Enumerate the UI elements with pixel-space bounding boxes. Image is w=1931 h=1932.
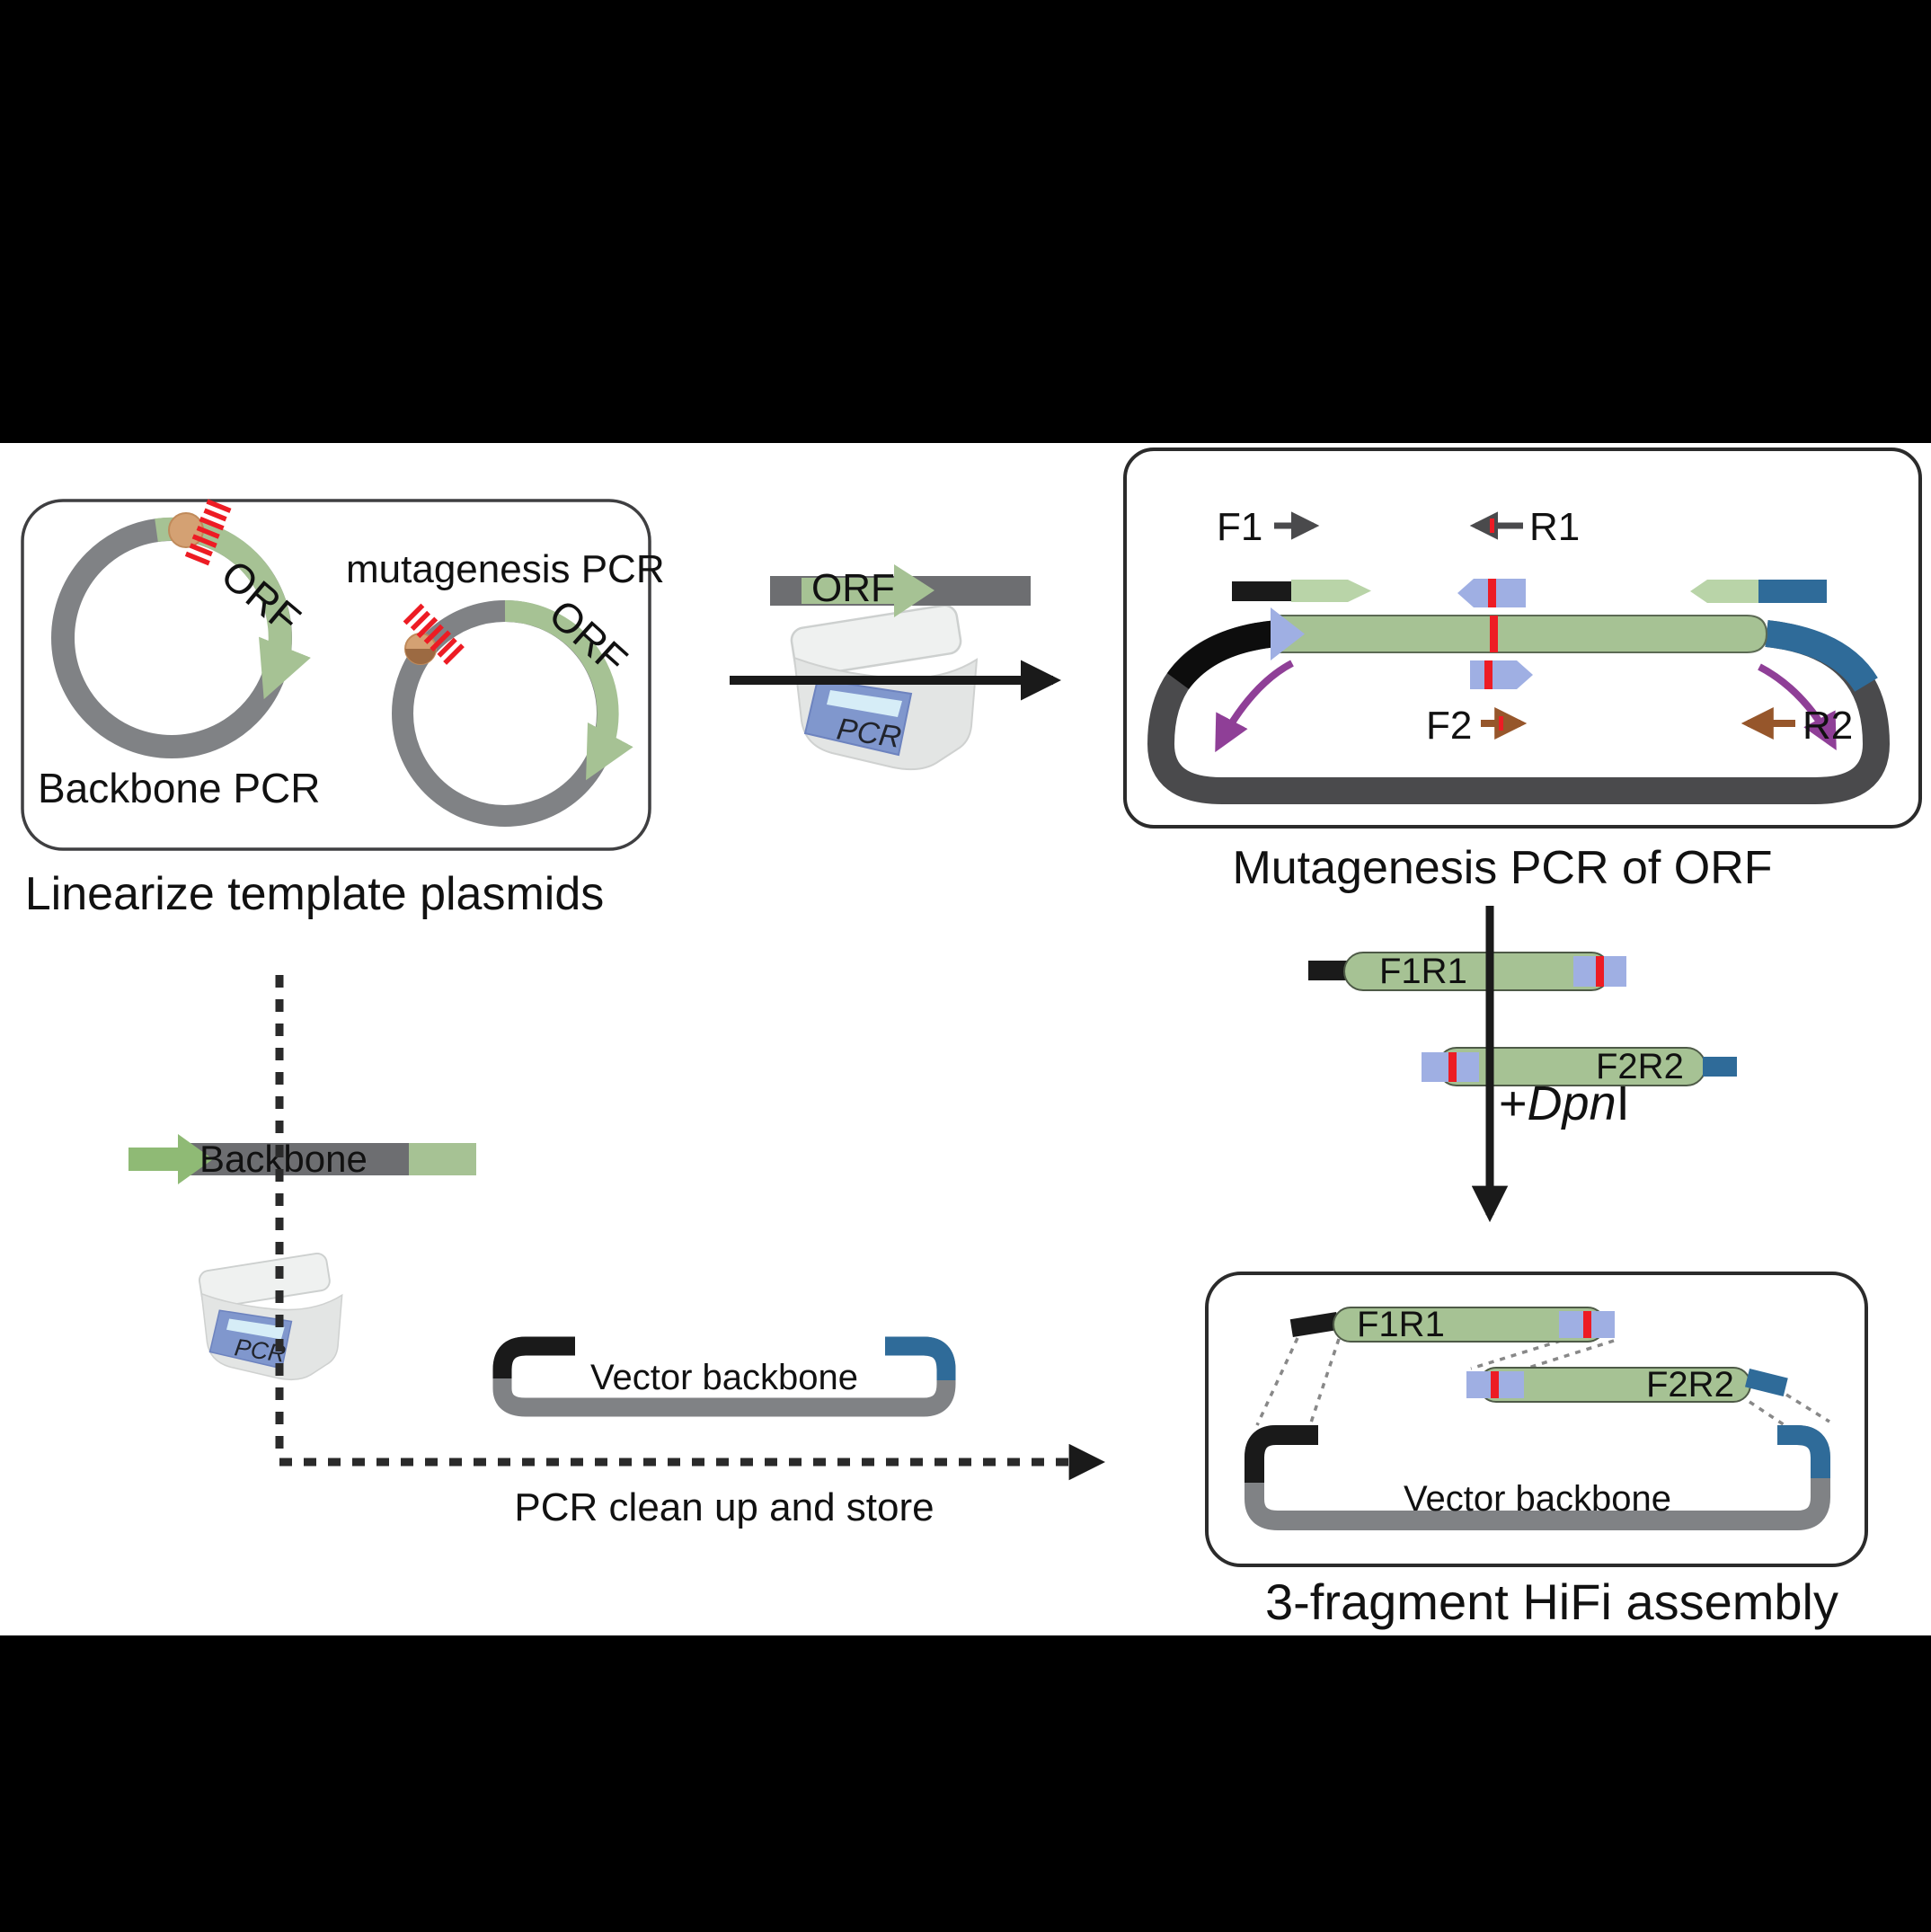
primer-r2-blue-tail	[1758, 580, 1827, 603]
primer-r1-mutation	[1488, 579, 1496, 607]
mutation-site	[1490, 616, 1498, 652]
start-arrowhead	[1271, 607, 1305, 660]
primer-bead-shade	[405, 649, 436, 664]
primer-f1-black-tail	[1232, 581, 1291, 601]
blue-homology-end	[1703, 1057, 1737, 1077]
cleanup-caption: PCR clean up and store	[514, 1485, 934, 1529]
dpni-enzyme: Dpn	[1528, 1077, 1617, 1130]
fragment-f1r1: F1R1	[1289, 1305, 1615, 1344]
primer-r2-label: R2	[1803, 704, 1853, 748]
homology-black-arc	[1166, 620, 1279, 690]
dpni-suffix: I	[1617, 1077, 1630, 1130]
panel2-caption: Mutagenesis PCR of ORF	[1232, 842, 1772, 894]
primer-f1-green-arrow	[1291, 580, 1371, 602]
fragment-f1r1: F1R1	[1308, 952, 1626, 991]
extension-arrow-right	[1758, 663, 1837, 751]
fragment-f2r2: F2R2	[1466, 1365, 1788, 1405]
mutation-site	[1491, 1371, 1499, 1398]
black-homology-end	[1308, 961, 1348, 980]
panel-hifi-assembly: Vector backbone F1R1 F2R2	[1205, 1272, 1868, 1567]
panel-border	[1205, 1272, 1868, 1567]
extension-arrow-left	[1215, 660, 1294, 753]
panel1-caption: Linearize template plasmids	[25, 868, 605, 920]
fragment-f1r1-label: F1R1	[1379, 952, 1467, 991]
orf-pcr-transfer: PCR ORF	[730, 564, 1061, 771]
backbone-pcr-label: Backbone PCR	[38, 765, 321, 811]
orf-arrow	[802, 564, 934, 617]
panel3-caption: 3-fragment HiFi assembly	[1265, 1573, 1838, 1630]
dpni-plus: +	[1499, 1077, 1528, 1130]
fragment-f2r2: F2R2	[1422, 1047, 1737, 1086]
vector-backbone-graphic: Vector backbone	[492, 1336, 956, 1417]
fragment-f2r2-label: F2R2	[1596, 1047, 1684, 1086]
black-homology-end	[1289, 1312, 1340, 1337]
mutation-site	[1583, 1311, 1591, 1338]
fragment-f2r2-label: F2R2	[1646, 1365, 1734, 1405]
orf-template-bar	[1276, 615, 1768, 653]
panel-linearize-plasmids: ORF Backbone PCR mutagenesis PCR ORF Lin…	[21, 499, 665, 920]
primer-f1-graphic	[1232, 580, 1371, 602]
primer-f2-mutation	[1484, 660, 1493, 689]
primer-r1-label: R1	[1529, 505, 1580, 549]
fragment-f1r1-label: F1R1	[1357, 1305, 1445, 1344]
homology-black-end	[492, 1336, 575, 1378]
mutation-site	[1596, 956, 1604, 987]
homology-blue-end	[885, 1336, 956, 1380]
primer-r2-graphic	[1690, 580, 1827, 603]
dna-bar	[184, 1143, 409, 1175]
backbone-prep: Backbone PCR Vector backbone PCR clean u…	[128, 975, 1106, 1529]
vector-backbone-label: Vector backbone	[590, 1358, 858, 1397]
green-homology-end	[409, 1143, 476, 1175]
panel-border	[21, 499, 651, 851]
orf-fragment-label: ORF	[811, 566, 895, 610]
mutation-site	[1448, 1052, 1457, 1082]
blue-homology-end	[1744, 1368, 1788, 1396]
vector-backbone-label: Vector backbone	[1404, 1479, 1671, 1519]
mutagenesis-pcr-label: mutagenesis PCR	[346, 547, 665, 591]
orf-arc	[504, 599, 633, 781]
primer-f2-label: F2	[1426, 704, 1472, 748]
primer-f2-tick	[1499, 716, 1503, 731]
primer-r1-tick	[1490, 518, 1494, 533]
panel-mutagenesis-pcr: F1 R1 F2 R2	[1123, 448, 1922, 829]
dpni-label: +DpnI	[1499, 1077, 1630, 1130]
homology-connectors	[1255, 1337, 1830, 1431]
homology-blue-end	[1777, 1425, 1830, 1478]
linear-backbone-fragment: Backbone	[128, 1134, 476, 1184]
primer-r1-graphic	[1457, 579, 1526, 607]
primer-f2-graphic	[1470, 660, 1533, 689]
linear-orf-fragment: ORF	[770, 564, 1031, 617]
primer-f1-label: F1	[1217, 505, 1262, 549]
backbone-arrow	[128, 1134, 213, 1184]
homology-black-end	[1245, 1425, 1318, 1483]
primer-r2-green-arrow	[1690, 580, 1758, 603]
dpni-digest-step: F1R1 F2R2 +DpnI	[1308, 906, 1737, 1223]
homology-blue-arc	[1765, 620, 1878, 693]
vector-backbone-graphic: Vector backbone	[1245, 1425, 1830, 1530]
